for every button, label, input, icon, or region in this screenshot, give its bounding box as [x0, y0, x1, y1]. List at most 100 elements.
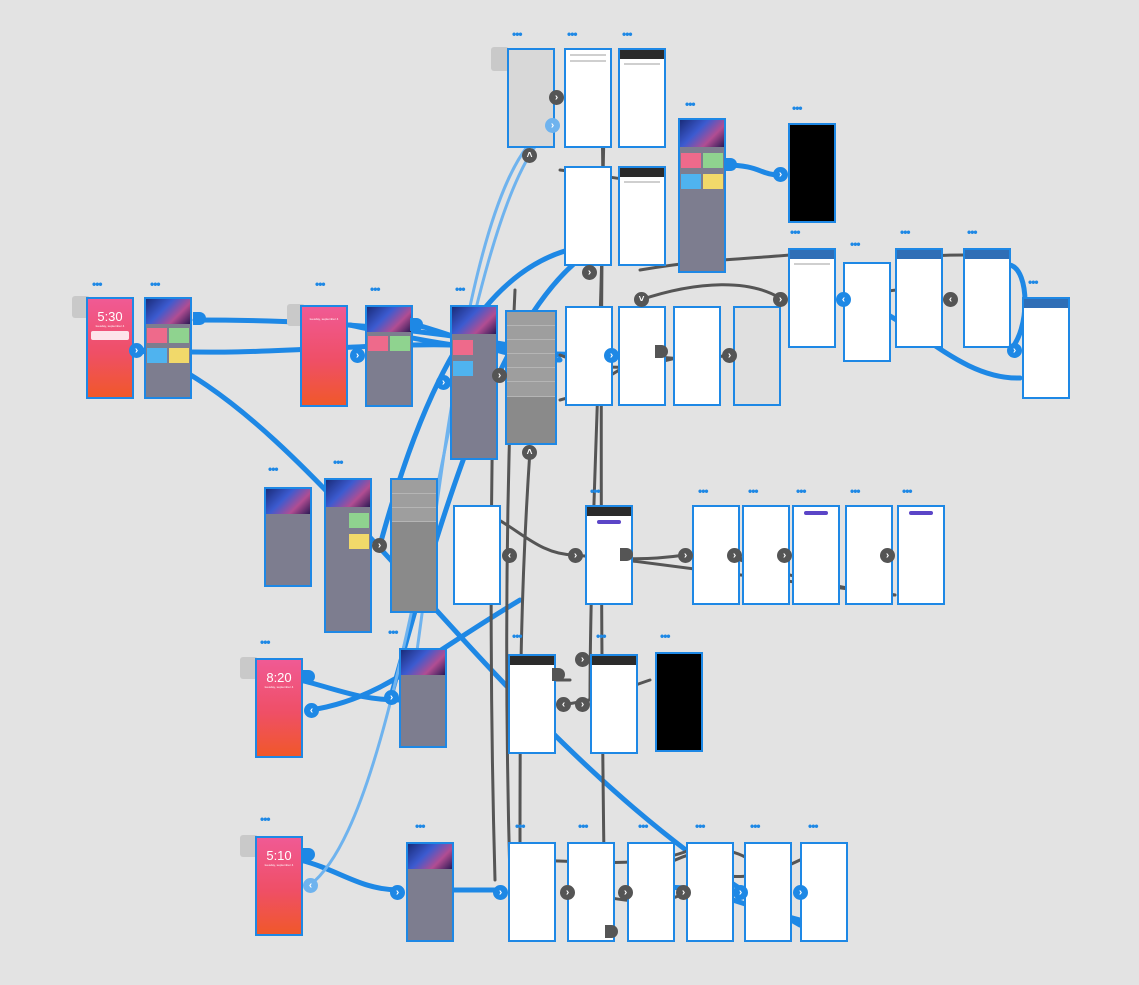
screen-confirm[interactable]: [507, 48, 555, 148]
screen-feed[interactable]: [508, 842, 556, 942]
chevron-right-icon[interactable]: ›: [773, 292, 788, 307]
menu-screen[interactable]: [505, 310, 557, 445]
menu-row[interactable]: [507, 326, 555, 341]
chevron-right-icon[interactable]: ›: [575, 697, 590, 712]
chevron-right-icon[interactable]: ›: [390, 885, 405, 900]
artboard-menu-icon[interactable]: •••: [900, 225, 911, 239]
chevron-right-icon[interactable]: ›: [880, 548, 895, 563]
chevron-right-icon[interactable]: ›: [372, 538, 387, 553]
hotspot-pin[interactable]: [605, 925, 618, 938]
menu-row[interactable]: [507, 340, 555, 355]
menu-screen[interactable]: [390, 478, 438, 613]
chevron-right-icon[interactable]: ›: [1007, 343, 1022, 358]
artboard-menu-icon[interactable]: •••: [260, 812, 271, 826]
screen-card-entry[interactable]: [963, 248, 1011, 348]
chevron-right-icon[interactable]: ›: [129, 343, 144, 358]
chevron-right-icon[interactable]: ›: [777, 548, 792, 563]
chevron-left-icon[interactable]: ‹: [943, 292, 958, 307]
artboard-menu-icon[interactable]: •••: [850, 484, 861, 498]
chevron-right-icon[interactable]: ›: [568, 548, 583, 563]
chevron-left-icon[interactable]: ‹: [556, 697, 571, 712]
chevron-right-icon[interactable]: ›: [582, 265, 597, 280]
chevron-right-icon[interactable]: ›: [618, 885, 633, 900]
artboard-menu-icon[interactable]: •••: [150, 277, 161, 291]
artboard-menu-icon[interactable]: •••: [596, 629, 607, 643]
chevron-right-icon[interactable]: ›: [492, 368, 507, 383]
home-screen-tall[interactable]: [324, 478, 372, 633]
artboard-menu-icon[interactable]: •••: [796, 484, 807, 498]
hotspot-pin[interactable]: [302, 670, 315, 683]
home-tile[interactable]: [702, 153, 723, 169]
screen-messages[interactable]: [508, 654, 556, 754]
menu-row[interactable]: [507, 312, 555, 327]
hotspot-pin[interactable]: [552, 668, 565, 681]
artboard-menu-icon[interactable]: •••: [512, 629, 523, 643]
home-screen-tall[interactable]: [450, 305, 498, 460]
hotspot-pin[interactable]: [302, 848, 315, 861]
artboard-menu-icon[interactable]: •••: [792, 101, 803, 115]
screen-form[interactable]: [673, 306, 721, 406]
artboard-menu-icon[interactable]: •••: [808, 819, 819, 833]
home-tile[interactable]: [168, 328, 189, 344]
screen-blank[interactable]: [655, 652, 703, 752]
menu-row[interactable]: [392, 508, 436, 523]
chevron-left-icon[interactable]: ‹: [303, 878, 318, 893]
home-tile[interactable]: [168, 348, 189, 363]
home-tile[interactable]: [368, 336, 389, 352]
screen-reservation[interactable]: [453, 505, 501, 605]
menu-row[interactable]: [507, 382, 555, 397]
lock-screen[interactable]: 5:10 tuesday, september 4: [255, 836, 303, 936]
artboard-menu-icon[interactable]: •••: [333, 455, 344, 469]
home-screen[interactable]: [264, 487, 312, 587]
home-tile[interactable]: [702, 174, 723, 190]
submit-button[interactable]: [804, 511, 828, 515]
menu-row[interactable]: [507, 354, 555, 369]
screen-reservation-complete[interactable]: [897, 505, 945, 605]
screen-card[interactable]: [564, 166, 612, 266]
artboard-menu-icon[interactable]: •••: [850, 237, 861, 251]
chevron-up-icon[interactable]: ˄: [522, 445, 537, 460]
chevron-right-icon[interactable]: ›: [493, 885, 508, 900]
artboard-menu-icon[interactable]: •••: [370, 282, 381, 296]
artboard-menu-icon[interactable]: •••: [92, 277, 103, 291]
chevron-right-icon[interactable]: ›: [793, 885, 808, 900]
artboard-menu-icon[interactable]: •••: [967, 225, 978, 239]
artboard-menu-icon[interactable]: •••: [685, 97, 696, 111]
artboard-menu-icon[interactable]: •••: [638, 819, 649, 833]
home-tile[interactable]: [147, 328, 168, 344]
screen-success[interactable]: [733, 306, 781, 406]
chevron-right-icon[interactable]: ›: [733, 885, 748, 900]
artboard-menu-icon[interactable]: •••: [1028, 275, 1039, 289]
chevron-left-icon[interactable]: ‹: [836, 292, 851, 307]
artboard-menu-icon[interactable]: •••: [268, 462, 279, 476]
home-tile[interactable]: [389, 336, 410, 352]
artboard-menu-icon[interactable]: •••: [590, 484, 601, 498]
home-tile[interactable]: [348, 534, 369, 550]
home-tile[interactable]: [348, 513, 369, 529]
screen-new-reservation-2[interactable]: [792, 505, 840, 605]
home-screen[interactable]: [399, 648, 447, 748]
screen-thread-3[interactable]: [686, 842, 734, 942]
hotspot-pin[interactable]: [193, 312, 206, 325]
screen-settings[interactable]: [788, 248, 836, 348]
artboard-menu-icon[interactable]: •••: [515, 819, 526, 833]
chevron-right-icon[interactable]: ›: [436, 375, 451, 390]
home-screen[interactable]: [365, 305, 413, 407]
chevron-right-icon[interactable]: ›: [575, 652, 590, 667]
artboard-menu-icon[interactable]: •••: [512, 27, 523, 41]
chevron-right-icon[interactable]: ›: [545, 118, 560, 133]
home-tile[interactable]: [681, 174, 702, 190]
chevron-right-icon[interactable]: ›: [384, 690, 399, 705]
chevron-right-icon[interactable]: ›: [604, 348, 619, 363]
chevron-right-icon[interactable]: ›: [773, 167, 788, 182]
chevron-up-icon[interactable]: ˄: [522, 148, 537, 163]
chevron-left-icon[interactable]: ‹: [502, 548, 517, 563]
chevron-right-icon[interactable]: ›: [350, 348, 365, 363]
submit-button[interactable]: [597, 520, 621, 524]
artboard-menu-icon[interactable]: •••: [622, 27, 633, 41]
hotspot-pin[interactable]: [410, 318, 423, 331]
chevron-right-icon[interactable]: ›: [678, 548, 693, 563]
chevron-right-icon[interactable]: ›: [549, 90, 564, 105]
notification-card[interactable]: [91, 331, 129, 340]
